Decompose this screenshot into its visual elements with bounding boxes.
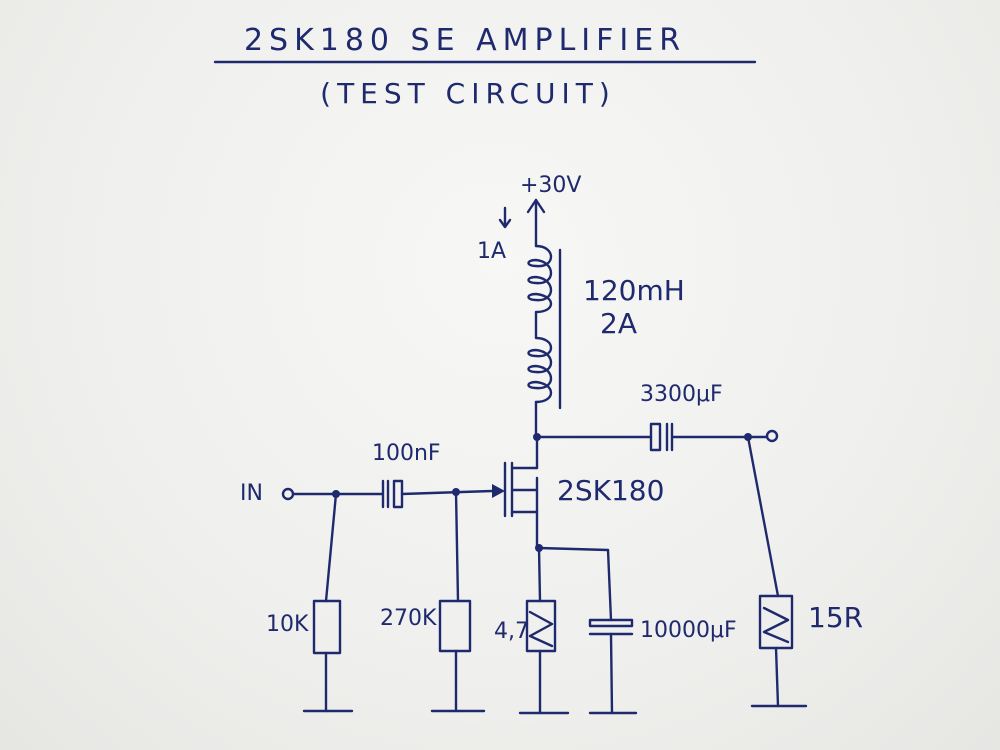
choke-inductor: [527, 244, 562, 410]
choke-current-label: 2A: [600, 307, 637, 340]
transistor-label: 2SK180: [557, 474, 664, 507]
input-label: IN: [240, 481, 263, 506]
wire-cap-ground: [609, 632, 614, 715]
output-terminal: [765, 429, 779, 443]
input-cap-label: 100nF: [372, 441, 441, 466]
wire-cap: [606, 548, 613, 622]
wire-incap-gate: [400, 489, 494, 496]
load-resistor: [758, 594, 794, 650]
wire-10k: [324, 492, 338, 603]
c-source-label: 10000μF: [640, 618, 737, 643]
wire-270k: [454, 490, 460, 603]
choke-value-label: 120mH: [583, 274, 685, 307]
diagram-title: 2SK180 SE AMPLIFIER: [244, 23, 686, 58]
input-terminal: [281, 487, 295, 501]
wire-source-res: [537, 546, 542, 603]
r-in1-label: 10K: [266, 612, 309, 637]
current-arrow: [498, 206, 512, 229]
supply-arrow: [526, 198, 546, 248]
current-label: 1A: [477, 239, 506, 264]
source-capacitor: [588, 618, 634, 636]
load-label: 15R: [808, 601, 863, 634]
input-capacitor: [381, 479, 404, 509]
mosfet-2sk180: [503, 435, 539, 550]
supply-label: +30V: [520, 173, 581, 198]
resistor-10k: [312, 599, 342, 655]
diagram-subtitle: (TEST CIRCUIT): [320, 77, 616, 110]
wire-output-load: [746, 435, 780, 598]
r-source-label: 4,7: [494, 619, 529, 644]
wire-source-cap: [537, 546, 610, 552]
output-capacitor: [649, 422, 674, 452]
output-cap-label: 3300μF: [640, 382, 723, 407]
gate-arrow: [492, 484, 505, 498]
r-in2-label: 270K: [380, 606, 437, 631]
source-resistor: [525, 599, 557, 653]
wire-load-ground: [774, 646, 780, 708]
resistor-270k: [438, 599, 472, 653]
